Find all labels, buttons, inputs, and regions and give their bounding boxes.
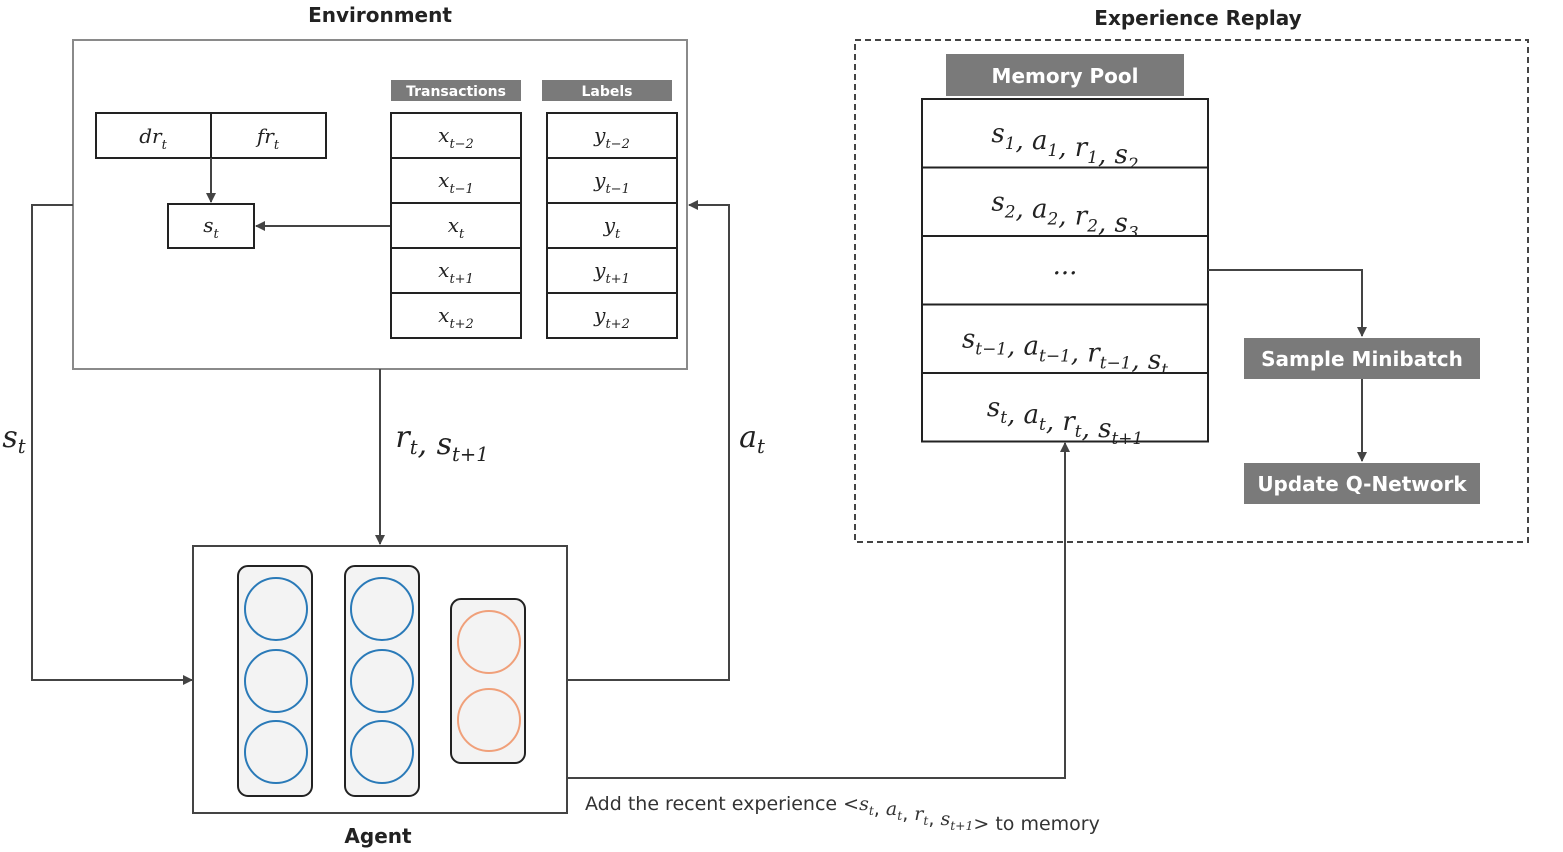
memory-pool-table: s1, a1, r1, s2 s2, a2, r2, s3... st−1, at−…	[921, 98, 1209, 448]
memory-row	[921, 166, 1209, 237]
feature-label-fr: frt	[255, 124, 280, 153]
state-box-label: st	[203, 213, 219, 242]
state-arrow-label: st	[2, 420, 25, 458]
memory-row-label: ...	[1053, 251, 1078, 281]
add-experience-caption: Add the recent experience <st, at, rt, s…	[585, 793, 1100, 835]
memory-row-label: st−1, at−1, rt−1, st	[962, 325, 1168, 380]
feature-boxes: drt frt	[95, 112, 327, 159]
label-cell	[546, 157, 678, 204]
neuron	[350, 720, 414, 784]
memory-row	[921, 235, 1209, 306]
neuron	[350, 577, 414, 641]
experience-replay-box	[854, 39, 1529, 543]
transaction-label: xt−2	[438, 123, 474, 152]
transaction-cell	[390, 202, 522, 249]
label-label: yt	[603, 213, 621, 242]
neuron	[244, 649, 308, 713]
feature-box-dr	[95, 112, 212, 159]
labels-header	[542, 80, 672, 101]
transactions-header	[391, 80, 521, 101]
label-label: yt+2	[593, 303, 630, 332]
neuron	[244, 577, 308, 641]
neuron	[244, 720, 308, 784]
update-qnetwork-label: Update Q-Network	[1257, 472, 1467, 496]
memory-row-label: st, at, rt, st+1	[987, 393, 1143, 448]
experience-replay-title: Experience Replay	[1094, 6, 1301, 30]
memory-row	[921, 303, 1209, 374]
labels-header-label: Labels	[581, 84, 632, 100]
state-box	[167, 203, 255, 249]
memory-row	[921, 372, 1209, 443]
sample-minibatch-box	[1244, 338, 1480, 379]
transactions-header-label: Transactions	[406, 84, 506, 100]
feature-label-dr: drt	[139, 124, 167, 153]
label-label: yt+1	[593, 258, 630, 287]
transactions-column: xt−2 xt−1 xt xt+1 xt+2	[390, 112, 522, 339]
transaction-cell	[390, 247, 522, 294]
action-label: at	[739, 420, 765, 458]
transaction-cell	[390, 292, 522, 339]
memory-row-label: s2, a2, r2, s3	[991, 188, 1138, 243]
label-cell	[546, 292, 678, 339]
output-neuron	[457, 610, 521, 674]
reward-next-state-label: rt, st+1	[395, 420, 488, 466]
label-label: yt−2	[593, 123, 630, 152]
output-neuron	[457, 688, 521, 752]
transaction-cell	[390, 112, 522, 159]
neural-network	[237, 565, 526, 797]
memory-pool-header	[946, 54, 1184, 96]
transaction-label: xt+2	[438, 303, 474, 332]
memory-to-sample-arrow	[1208, 269, 1367, 337]
neuron	[350, 649, 414, 713]
sample-minibatch-label: Sample Minibatch	[1261, 347, 1463, 371]
label-label: yt−1	[593, 168, 630, 197]
labels-column: yt−2 yt−1 yt yt+1 yt+2	[546, 112, 678, 339]
memory-row	[921, 98, 1209, 169]
transaction-label: xt	[448, 213, 465, 242]
action-arrow	[567, 200, 730, 681]
environment-title: Environment	[308, 3, 452, 27]
transaction-label: xt−1	[438, 168, 474, 197]
update-qnetwork-box	[1244, 463, 1480, 504]
memory-row-label: s1, a1, r1, s2	[991, 119, 1138, 174]
state-to-agent-arrow	[31, 204, 193, 685]
transaction-label: xt+1	[438, 258, 474, 287]
transaction-cell	[390, 157, 522, 204]
label-cell	[546, 112, 678, 159]
memory-pool-header-label: Memory Pool	[992, 64, 1139, 88]
agent-title: Agent	[344, 824, 412, 848]
feature-box-fr	[210, 112, 327, 159]
agent-to-memory-arrow	[567, 442, 1070, 779]
